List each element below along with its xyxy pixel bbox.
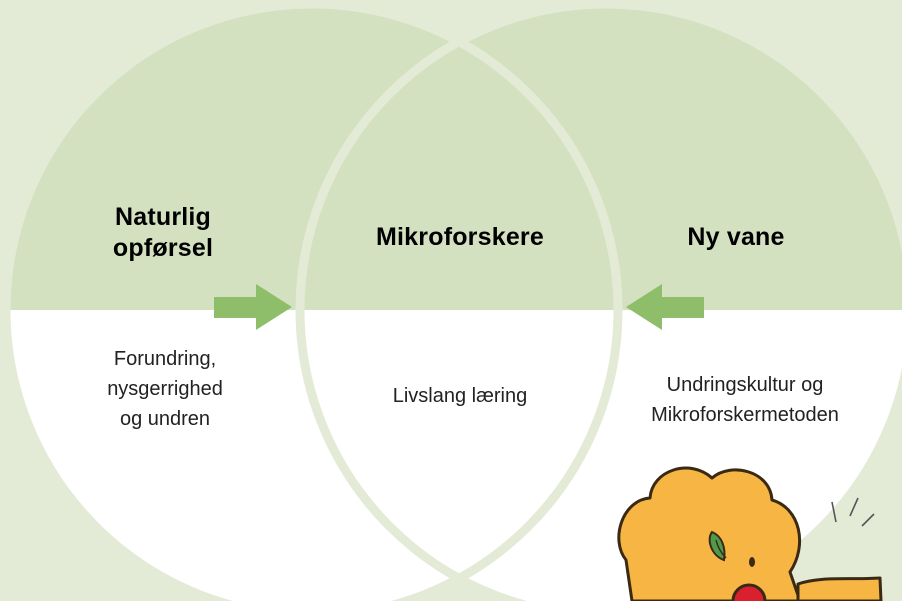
right-body-line: Mikroforskermetoden: [651, 404, 839, 426]
right-body: Undringskultur og Mikroforskermetoden: [600, 370, 890, 430]
left-heading: Naturlig opførsel: [88, 202, 238, 264]
arrow-right-icon: [214, 284, 292, 330]
left-body-line: Forundring,: [113, 348, 217, 370]
left-heading-line: Naturlig: [114, 203, 212, 231]
left-circle-outline: [1, 0, 623, 601]
left-body-line: og undren: [119, 408, 211, 430]
arrow-left-icon: [626, 284, 704, 330]
orange-bird-mascot-icon: [617, 466, 883, 601]
right-body-line: Undringskultur og: [666, 374, 824, 396]
left-heading-line: opførsel: [112, 234, 214, 262]
left-body: Forundring, nysgerrighed og undren: [70, 344, 260, 434]
right-heading: Ny vane: [687, 223, 785, 251]
center-body: Livslang læring: [392, 385, 528, 407]
right-circle-outline: [295, 0, 902, 601]
center-heading: Mikroforskere: [376, 223, 544, 251]
left-body-line: nysgerrighed: [107, 378, 223, 400]
